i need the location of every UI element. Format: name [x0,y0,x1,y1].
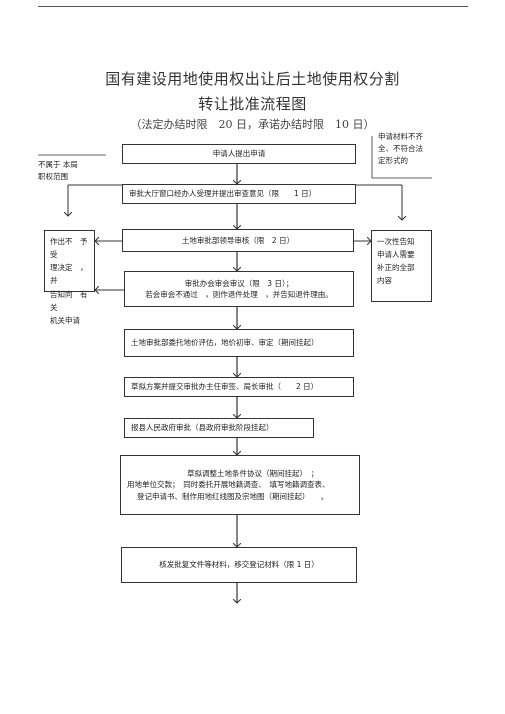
side-box-reject: 作出不 予受 理决定 ，并 告知向 有关 机关申请 [44,230,95,325]
note-incomplete-materials: 申请材料不齐 全、不符合法 定形式的 [378,132,423,165]
note-out-of-jurisdiction: 不属于 本局 职权范围 [38,160,78,181]
step-issue-documents: 核发批复文件等材料，移交登记材料（限 1 日） [121,547,357,583]
step-joint-review: 审批办会审会审议（限 3 日）； 若会审会不通过 ，则作退件处理 ，并告知退件理… [124,271,354,307]
step-draft-plan: 草拟方案并提交审批办主任审签、局长审批（ 2 日） [124,377,354,397]
step-leader-review: 土地审批部领导审核（限 2 日） [122,229,354,252]
step-adjust-agreement: 草拟调整土地条件协议（期间挂起） ； 用地单位交款； 同时委托开展地籍调查、 填… [120,455,360,515]
page-subtitle: 转让批准流程图 [198,95,307,113]
time-limit-note: （法定办结时限 20 日，承诺办结时限 10 日） [130,118,375,131]
page-title: 国有建设用地使用权出让后土地使用权分割 [105,70,400,88]
side-box-notify-supplement: 一次性告知 申请人需要 补正的全部 内容 [371,230,432,302]
top-border-line [38,6,468,7]
step-county-approval: 报县人民政府审批（县政府审批阶段挂起） [124,418,314,438]
step-application: 申请人提出申请 [122,144,356,164]
step-window-acceptance: 审批大厅窗口经办人受理并提出审查意见（限 1 日） [122,184,356,204]
step-price-evaluation: 土地审批部委托地价评估，地价初审、审定（期间挂起） [124,329,354,357]
